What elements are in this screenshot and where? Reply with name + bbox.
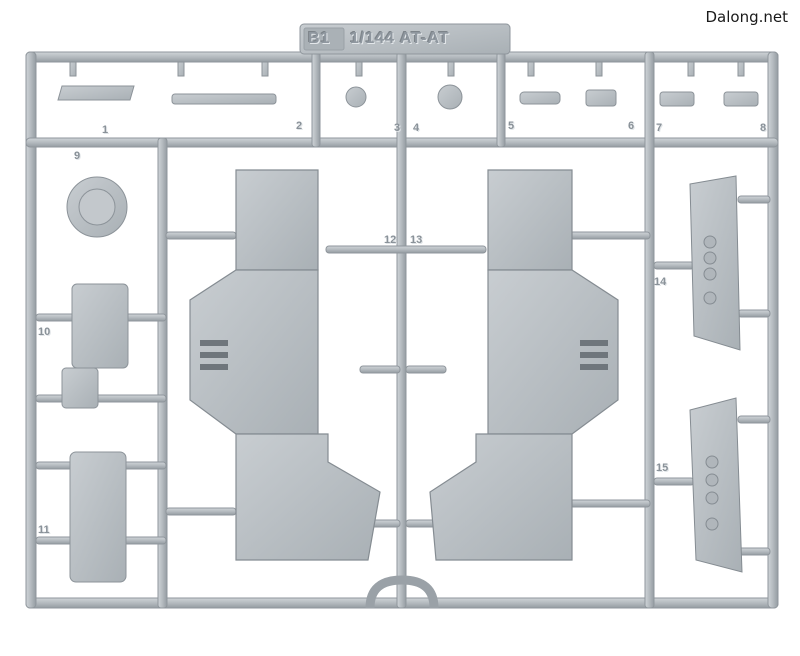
hull-left bbox=[189, 169, 381, 561]
part-number-8: 8 bbox=[760, 122, 767, 134]
top-small-parts bbox=[57, 61, 759, 110]
part-number-10: 10 bbox=[38, 326, 51, 338]
sprue-code: B1 bbox=[308, 30, 331, 47]
part-number-7: 7 bbox=[656, 122, 663, 134]
part-number-11: 11 bbox=[38, 524, 50, 536]
part-number-3: 3 bbox=[394, 122, 401, 134]
sprue-title: 1/144 AT-AT bbox=[350, 30, 450, 47]
part-number-9: 9 bbox=[74, 150, 81, 162]
hull-right bbox=[429, 169, 619, 561]
part-number-4: 4 bbox=[413, 122, 420, 134]
part-number-1: 1 bbox=[102, 124, 109, 136]
part-number-13: 13 bbox=[410, 234, 423, 246]
outer-frame bbox=[25, 51, 779, 609]
part-number-14: 14 bbox=[654, 276, 667, 288]
part-number-2: 2 bbox=[296, 120, 303, 132]
watermark-text: Dalong.net bbox=[705, 8, 789, 26]
part-number-15: 15 bbox=[656, 462, 669, 474]
part-number-12: 12 bbox=[384, 234, 397, 246]
right-parts bbox=[689, 175, 743, 573]
inner-runners bbox=[35, 51, 771, 609]
part-number-6: 6 bbox=[628, 120, 635, 132]
title-tab bbox=[299, 23, 511, 55]
left-parts bbox=[61, 176, 129, 583]
part-number-5: 5 bbox=[508, 120, 515, 132]
